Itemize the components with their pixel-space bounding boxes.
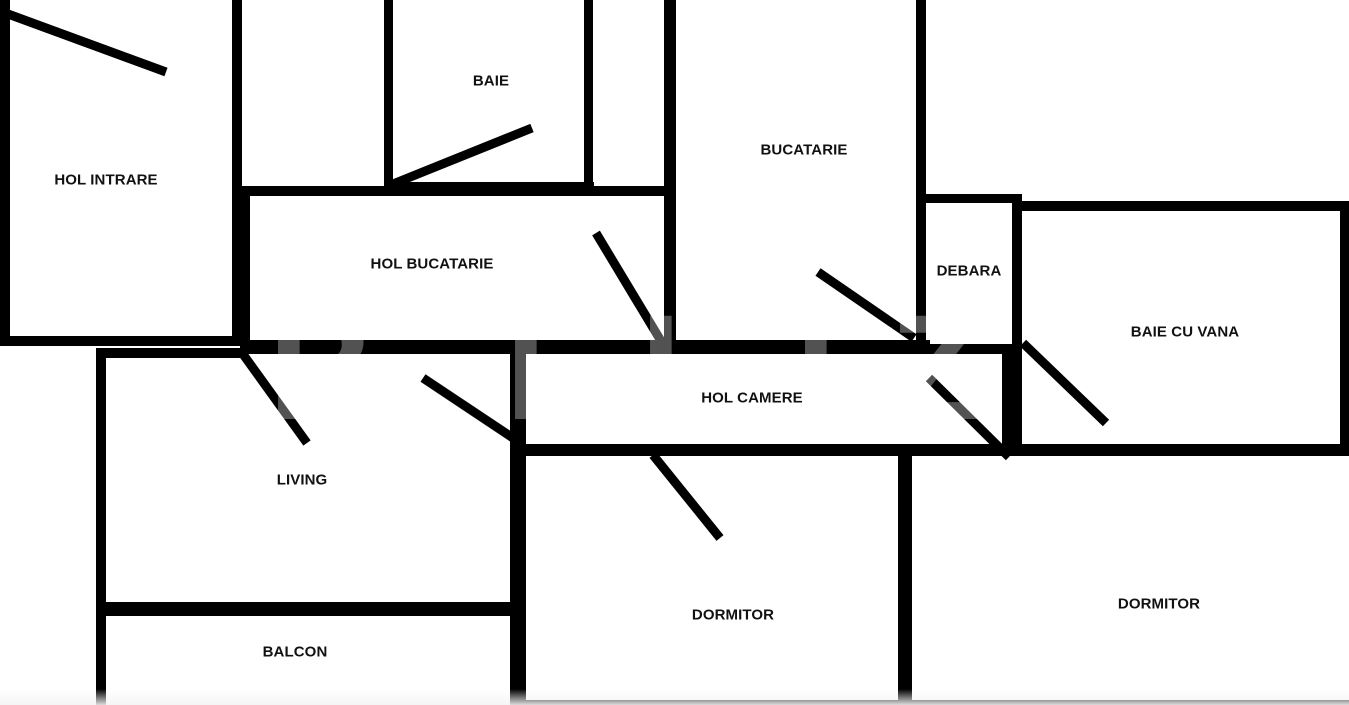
- wall-segment: [584, 0, 593, 192]
- room-label-dormitor-1: DORMITOR: [691, 606, 775, 624]
- wall-segment: [898, 450, 912, 705]
- wall-segment: [384, 182, 594, 192]
- wall-segment: [664, 0, 676, 348]
- wall-segment: [516, 344, 1016, 354]
- room-label-balcon: BALCON: [262, 643, 328, 661]
- room-label-hol-bucatarie: HOL BUCATARIE: [370, 255, 494, 273]
- wall-segment: [516, 444, 1349, 456]
- room-label-dormitor-2: DORMITOR: [1117, 595, 1201, 613]
- room-label-hol-camere: HOL CAMERE: [701, 389, 803, 407]
- wall-segment: [232, 0, 242, 346]
- wall-segment: [1002, 344, 1016, 454]
- wall-segment: [1012, 201, 1349, 211]
- door-swing-icon: [6, 9, 168, 77]
- doors-layer: [6, 9, 1110, 541]
- wall-segment: [96, 348, 106, 705]
- wall-segment: [0, 336, 240, 346]
- wall-segment: [96, 348, 246, 358]
- wall-segment: [1340, 201, 1349, 453]
- door-swing-icon: [1019, 339, 1110, 427]
- wall-segment: [916, 0, 926, 345]
- wall-segment: [916, 194, 1022, 203]
- door-swing-icon: [236, 347, 311, 446]
- door-swing-icon: [649, 452, 724, 541]
- wall-segment: [516, 700, 1349, 705]
- room-label-living: LIVING: [276, 471, 328, 489]
- wall-segment: [384, 0, 393, 192]
- room-label-hol-intrare: HOL INTRARE: [54, 171, 158, 189]
- wall-segment: [240, 190, 250, 350]
- room-label-bucatarie: BUCATARIE: [760, 141, 848, 159]
- wall-segment: [96, 602, 516, 616]
- door-swing-icon: [420, 374, 519, 444]
- wall-segment: [516, 348, 526, 448]
- door-swing-icon: [815, 268, 917, 342]
- wall-segment: [0, 0, 10, 345]
- door-swing-icon: [592, 230, 668, 349]
- room-label-debara: DEBARA: [936, 262, 1002, 280]
- door-swing-icon: [925, 374, 1013, 461]
- wall-segment: [1012, 194, 1022, 450]
- door-swing-icon: [386, 123, 534, 191]
- room-label-baie-cu-vana: BAIE CU VANA: [1130, 323, 1240, 341]
- room-label-baie: BAIE: [472, 72, 510, 90]
